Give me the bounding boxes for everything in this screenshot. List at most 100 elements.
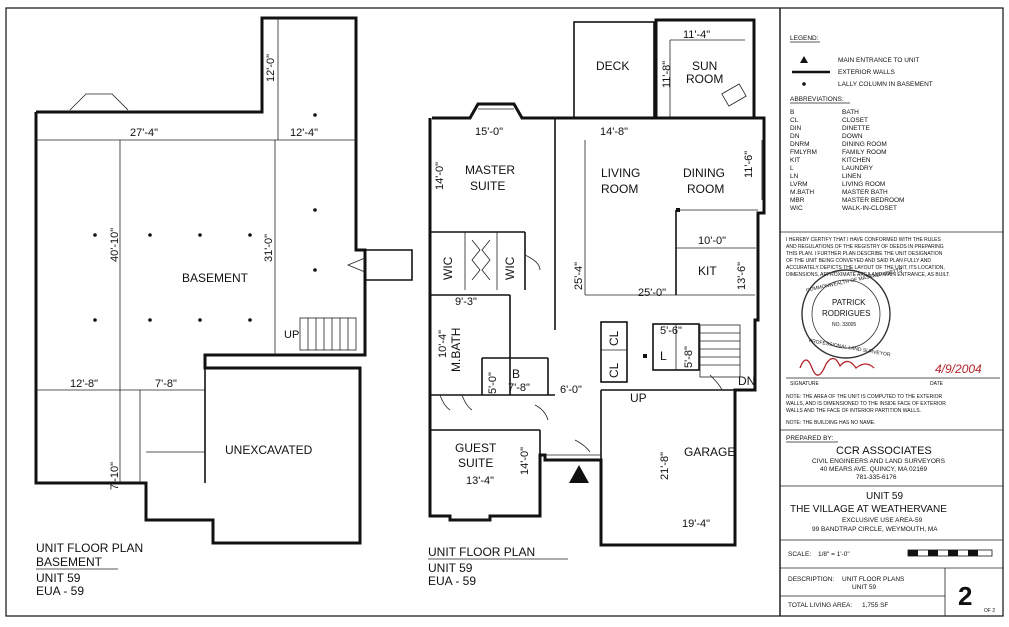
basement-plan: BASEMENT UNEXCAVATED UP 12'-0" 27'-4" 12… bbox=[34, 16, 413, 598]
dim-label: 25'-0" bbox=[638, 287, 666, 299]
door-swing bbox=[574, 439, 591, 453]
room-label-kit: KIT bbox=[698, 264, 717, 278]
abbr-key: KIT bbox=[790, 157, 800, 164]
svg-text:AND REGULATIONS OF THE REGISTR: AND REGULATIONS OF THE REGISTRY OF DEEDS… bbox=[786, 244, 944, 250]
room-label-unexcavated: UNEXCAVATED bbox=[225, 443, 313, 457]
project-name: THE VILLAGE AT WEATHERVANE bbox=[790, 504, 947, 515]
dim-label: 27'-4" bbox=[130, 127, 158, 139]
abbr-value: LAUNDRY bbox=[842, 165, 874, 172]
dim-label: 14'-0" bbox=[519, 447, 531, 475]
door-swing bbox=[524, 254, 541, 271]
unit-label: UNIT 59 bbox=[866, 491, 903, 502]
total-area-label: TOTAL LIVING AREA: bbox=[788, 602, 852, 609]
room-label-cl-2: CL bbox=[607, 362, 621, 378]
stair-label-up: UP bbox=[284, 329, 299, 341]
dim-label: 14'-8" bbox=[600, 126, 628, 138]
basement-title-line3: UNIT 59 bbox=[36, 571, 81, 585]
svg-text:WALLS, AND IS DIMENSIONED TO T: WALLS, AND IS DIMENSIONED TO THE INSIDE … bbox=[786, 401, 946, 407]
dim-label: 10'-4" bbox=[437, 330, 449, 358]
dim-label: 10'-0" bbox=[698, 235, 726, 247]
first-floor-title-line2: UNIT 59 bbox=[428, 561, 473, 575]
first-floor-stair bbox=[699, 324, 741, 378]
room-label-dining-2: ROOM bbox=[687, 182, 724, 196]
room-label-master-2: SUITE bbox=[470, 179, 505, 193]
abbr-key: MBR bbox=[790, 197, 805, 204]
stair-label-dn: DN bbox=[738, 374, 755, 388]
svg-text:I HEREBY CERTIFY THAT I HAVE C: I HEREBY CERTIFY THAT I HAVE CONFORMED W… bbox=[786, 237, 942, 243]
dim-label: 11'-8" bbox=[661, 61, 673, 88]
abbr-key: DNRM bbox=[790, 141, 810, 148]
dim-label: 31'-0" bbox=[263, 234, 275, 262]
scale-value: 1/8" = 1'-0" bbox=[818, 551, 850, 558]
marker-square bbox=[643, 354, 647, 358]
stair-label-up: UP bbox=[630, 391, 647, 405]
abbreviations-title: ABBREVIATIONS: bbox=[790, 96, 844, 103]
legend-item-label: LALLY COLUMN IN BASEMENT bbox=[838, 81, 933, 88]
dim-label: 7'-10" bbox=[109, 462, 121, 490]
surveyor-signature bbox=[799, 357, 875, 376]
room-label-wic-1: WIC bbox=[441, 256, 455, 280]
room-label-master-1: MASTER bbox=[465, 163, 515, 177]
svg-text:THIS PLAN. I FURTHER PLAN DESC: THIS PLAN. I FURTHER PLAN DESCRIBE THE U… bbox=[786, 251, 943, 257]
seal-name-2: RODRIGUES bbox=[822, 309, 870, 318]
seal-number: NO. 33005 bbox=[832, 322, 856, 328]
dim-label: 9'-3" bbox=[455, 296, 477, 308]
abbr-key: DN bbox=[790, 133, 800, 140]
dim-label: 14'-0" bbox=[434, 162, 446, 190]
dim-label: 13'-4" bbox=[466, 475, 494, 487]
dim-label: 5'-6" bbox=[660, 325, 682, 337]
room-label-deck: DECK bbox=[596, 59, 629, 73]
door-swing bbox=[461, 394, 473, 411]
total-area-value: 1,755 SF bbox=[862, 602, 888, 609]
abbr-value: LIVING ROOM bbox=[842, 181, 885, 188]
firm-line: CIVIL ENGINEERS AND LAND SURVEYORS bbox=[812, 458, 946, 465]
description-line2: UNIT 59 bbox=[852, 584, 876, 591]
dim-label: 12'-0" bbox=[265, 54, 277, 82]
dim-label: 12'-4" bbox=[290, 127, 318, 139]
abbr-key: WIC bbox=[790, 205, 803, 212]
seal-text: PROFESSIONAL LAND SURVEYOR bbox=[808, 338, 891, 358]
project-address: 99 BANDTRAP CIRCLE, WEYMOUTH, MA bbox=[812, 526, 938, 533]
svg-text:DIMENSIONS, APPROXIMATE AREA A: DIMENSIONS, APPROXIMATE AREA AND MAIN EN… bbox=[786, 272, 950, 278]
room-label-dining-1: DINING bbox=[683, 166, 725, 180]
dim-label: 11'-6" bbox=[743, 151, 755, 178]
abbr-value: MASTER BATH bbox=[842, 189, 888, 196]
abbr-key: L bbox=[790, 165, 794, 172]
firm-line: 781-335-6176 bbox=[856, 474, 897, 481]
sunroom-stove bbox=[721, 83, 747, 107]
basement-bulkhead bbox=[365, 249, 413, 281]
scale-label: SCALE: bbox=[788, 551, 811, 558]
prepared-by-label: PREPARED BY: bbox=[786, 435, 833, 442]
dim-label: 21'-8" bbox=[659, 452, 671, 480]
abbr-key: B bbox=[790, 109, 794, 116]
room-label-basement: BASEMENT bbox=[182, 271, 249, 285]
basement-title-line4: EUA - 59 bbox=[36, 584, 84, 598]
dim-label: 7'-8" bbox=[155, 378, 177, 390]
dim-label: 5'-0" bbox=[487, 372, 499, 394]
abbr-value: DINING ROOM bbox=[842, 141, 887, 148]
dim-label: 25'-4" bbox=[573, 262, 585, 290]
basement-title-line2: BASEMENT bbox=[36, 555, 103, 569]
abbr-key: DIN bbox=[790, 125, 802, 132]
abbr-key: M.BATH bbox=[790, 189, 814, 196]
first-floor-title-line1: UNIT FLOOR PLAN bbox=[428, 545, 535, 559]
sheet-of: OF 2 bbox=[984, 608, 995, 614]
dim-label: 40'-10" bbox=[109, 228, 121, 262]
room-label-living-2: ROOM bbox=[601, 182, 638, 196]
door-swing bbox=[439, 394, 451, 411]
door-swing bbox=[534, 404, 549, 421]
exclusive-area: EXCLUSIVE USE AREA-59 bbox=[842, 517, 923, 524]
dim-label: 5'-8" bbox=[683, 346, 695, 368]
room-label-cl-1: CL bbox=[607, 330, 621, 346]
legend-symbol-dot bbox=[802, 82, 806, 86]
abbr-value: BATH bbox=[842, 109, 859, 116]
marker-square bbox=[676, 208, 680, 212]
signature-label: SIGNATURE bbox=[790, 381, 819, 387]
description-line1: UNIT FLOOR PLANS bbox=[842, 576, 905, 583]
abbr-key: LN bbox=[790, 173, 799, 180]
room-label-mbath: M.BATH bbox=[449, 328, 463, 372]
abbr-value: DINETTE bbox=[842, 125, 870, 132]
graphic-scale-bar bbox=[907, 549, 993, 557]
room-label-b: B bbox=[512, 367, 520, 381]
